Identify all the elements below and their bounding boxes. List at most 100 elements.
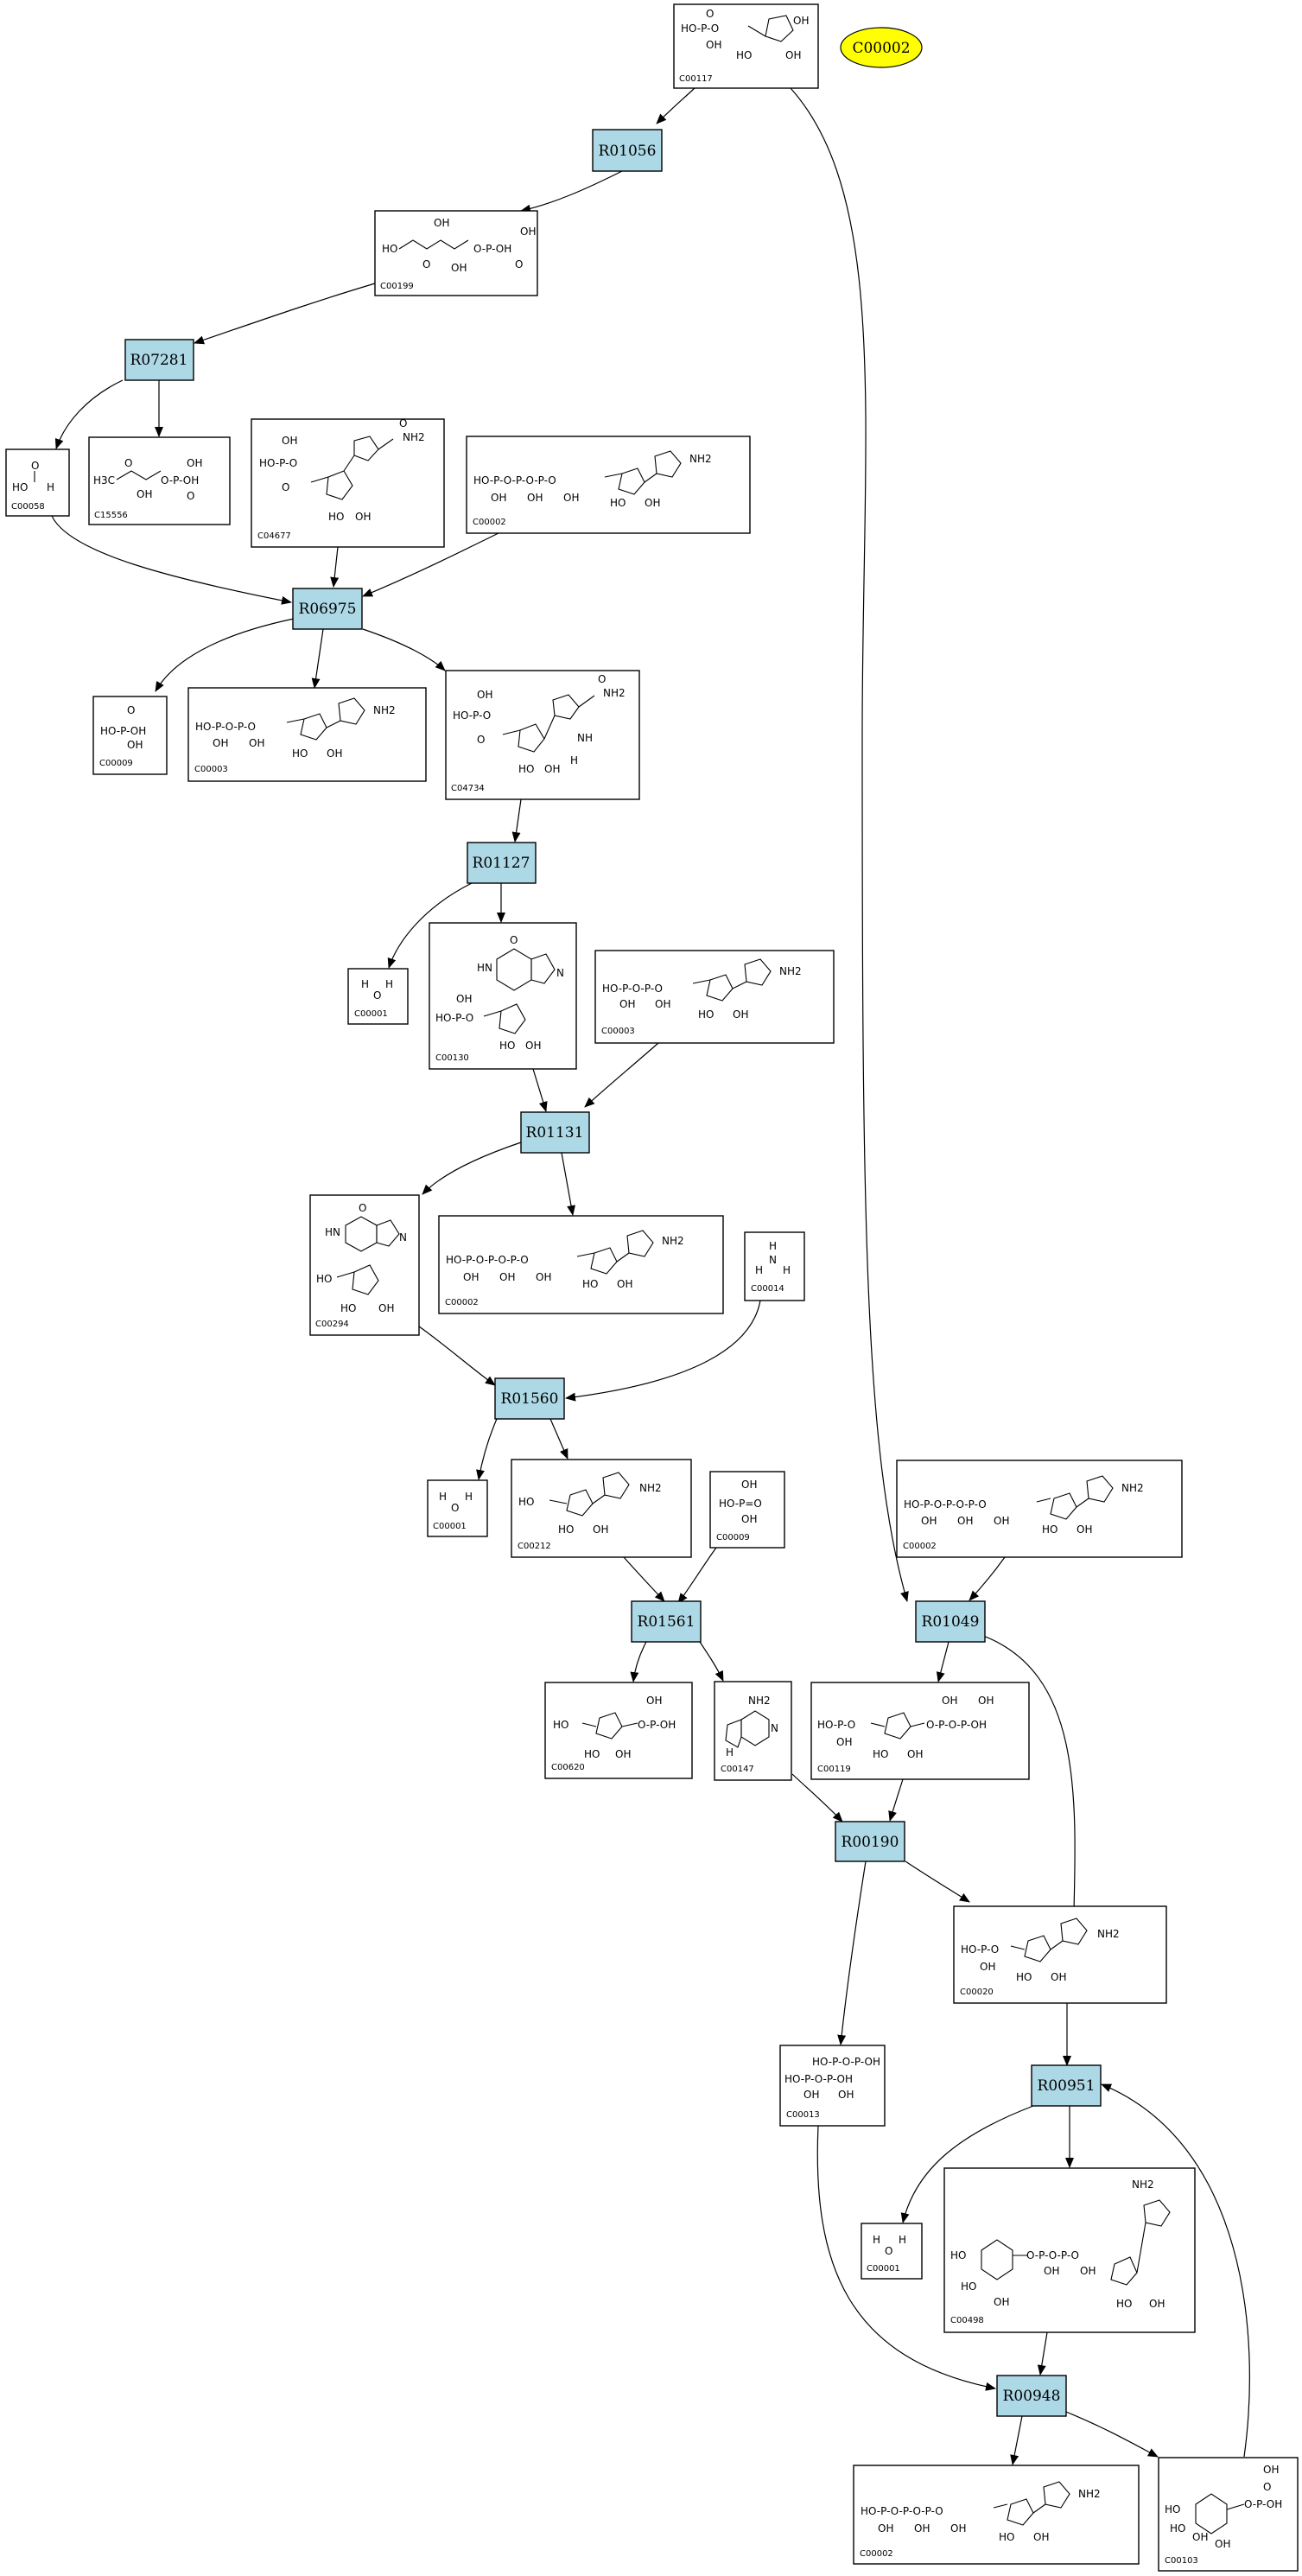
- svg-text:HO: HO: [553, 1719, 568, 1731]
- reaction-R01561[interactable]: R01561: [631, 1600, 702, 1643]
- svg-text:HO: HO: [292, 747, 308, 760]
- svg-text:HO-P-O: HO-P-O: [435, 1012, 473, 1024]
- svg-text:HO-P-O-P-O-P-O: HO-P-O-P-O-P-O: [861, 2505, 943, 2517]
- compound-C00014[interactable]: H N H H C00014: [744, 1231, 805, 1301]
- reaction-R00948[interactable]: R00948: [996, 2375, 1067, 2417]
- svg-text:HN: HN: [325, 1226, 340, 1238]
- svg-text:OH: OH: [1215, 2538, 1230, 2550]
- svg-text:H: H: [783, 1264, 791, 1276]
- compound-C00009[interactable]: OH HO-P=O OH C00009: [709, 1471, 785, 1549]
- structure-drawing: OH HO-P-O O NH2 O NH HO OH H: [453, 673, 626, 775]
- edge-c117-r01049: [790, 87, 909, 1602]
- compound-C00003[interactable]: HO-P-O-P-O OH OH NH2 HO OH C00003: [187, 687, 427, 782]
- compound-C00498[interactable]: NH2 HO O-P-O-P-O OH OH HO OH HO OH C0049…: [943, 2167, 1196, 2333]
- svg-text:OH: OH: [950, 2522, 966, 2535]
- reaction-R01131[interactable]: R01131: [520, 1111, 590, 1154]
- reaction-box: [996, 2375, 1067, 2417]
- compound-box: [427, 1479, 488, 1537]
- structure-drawing: HO O-P-OH OH HO OH: [553, 1695, 676, 1760]
- compound-C00294[interactable]: O HN N HO HO OH C00294: [309, 1194, 420, 1336]
- svg-text:O-P-OH: O-P-OH: [638, 1719, 676, 1731]
- compound-C00020[interactable]: HO-P-O OH NH2 HO OH C00020: [953, 1905, 1167, 2004]
- reaction-label: R06975: [299, 601, 357, 618]
- compound-C00103[interactable]: OH O-P-OH O HO HO OH OH C00103: [1158, 2457, 1299, 2572]
- structure-drawing: O HO-P-OH OH: [100, 704, 146, 751]
- reaction-R01056[interactable]: R01056: [592, 129, 663, 172]
- compound-box: [309, 1194, 420, 1336]
- compound-C00058[interactable]: O HO H C00058: [5, 448, 70, 517]
- reaction-R01127[interactable]: R01127: [467, 842, 537, 884]
- reaction-R07281[interactable]: R07281: [124, 339, 194, 381]
- compound-label: C00212: [518, 1542, 551, 1551]
- svg-text:H3C: H3C: [93, 474, 115, 487]
- svg-text:HO-P-O-P-O-P-O: HO-P-O-P-O-P-O: [473, 474, 556, 487]
- svg-text:OH: OH: [249, 737, 264, 749]
- highlight-compound[interactable]: C00002: [840, 27, 923, 68]
- edge-r01561-c0147: [699, 1641, 724, 1682]
- reaction-label: R01561: [638, 1613, 695, 1631]
- structure-drawing: H H O: [439, 1491, 473, 1514]
- compound-C00212[interactable]: HO NH2 HO OH C00212: [511, 1459, 692, 1558]
- svg-text:HO-P-O-P-O-P-O: HO-P-O-P-O-P-O: [904, 1498, 987, 1511]
- compound-C00003[interactable]: HO-P-O-P-O OH OH NH2 HO OH C00003: [594, 950, 835, 1044]
- compound-C04677[interactable]: OH HO-P-O O NH2 HO OH O C04677: [251, 417, 445, 548]
- reaction-R06975[interactable]: R06975: [292, 588, 363, 630]
- compound-label: C00498: [950, 2316, 984, 2325]
- compound-C00002[interactable]: HO-P-O-P-O-P-O OH OH OH NH2 HO OH C00002: [896, 1460, 1183, 1558]
- compound-box: [709, 1471, 785, 1549]
- compound-C00117[interactable]: HO-P-O OH O OH HO OH C00117: [673, 3, 819, 89]
- reaction-R01049[interactable]: R01049: [915, 1600, 986, 1643]
- compound-box: [594, 950, 835, 1044]
- compound-C04734[interactable]: OH HO-P-O O NH2 O NH HO OH H C04734: [445, 670, 640, 800]
- compound-C00119[interactable]: HO-P-O OH O-P-O-P-OH OH OH HO OH C00119: [810, 1682, 1030, 1780]
- compound-C00001[interactable]: H H O C00001: [347, 968, 409, 1025]
- svg-text:O-P-O-P-OH: O-P-O-P-OH: [926, 1719, 987, 1731]
- edge-c0013-r00948: [816, 2125, 996, 2391]
- compound-box: [779, 2045, 886, 2127]
- compound-C00130[interactable]: O HN N HO-P-O OH HO OH C00130: [429, 922, 577, 1070]
- svg-text:OH: OH: [994, 1515, 1009, 1527]
- compound-C15556[interactable]: H3C O OH OH O-P-OH O C15556: [88, 436, 231, 525]
- compound-C00620[interactable]: HO O-P-OH OH HO OH C00620: [544, 1682, 693, 1779]
- compound-C00009[interactable]: O HO-P-OH OH C00009: [92, 696, 168, 775]
- svg-text:H: H: [769, 1240, 777, 1252]
- edge-r01131-c0002b: [561, 1152, 575, 1216]
- svg-text:HO: HO: [12, 481, 28, 493]
- edge-c0002a-r06975: [362, 532, 499, 597]
- reaction-box: [494, 1377, 565, 1420]
- svg-text:OH: OH: [137, 488, 152, 500]
- reaction-R00951[interactable]: R00951: [1031, 2064, 1102, 2107]
- svg-text:OH: OH: [942, 1695, 957, 1707]
- svg-text:H: H: [873, 2234, 880, 2246]
- compound-C00001[interactable]: H H O C00001: [861, 2223, 923, 2280]
- svg-text:OH: OH: [536, 1271, 551, 1283]
- compound-C00002[interactable]: HO-P-O-P-O-P-O OH OH OH NH2 HO OH C00002: [466, 436, 751, 534]
- structure-drawing: OH HO-P-O O NH2 HO OH O: [259, 417, 425, 523]
- edge-r01056-c199: [520, 170, 623, 213]
- svg-text:HO-P-O-P-OH: HO-P-O-P-OH: [812, 2056, 880, 2068]
- edge-c117-r01056: [656, 87, 695, 124]
- compound-C00013[interactable]: HO-P-O-P-OH HO-P-O-P-OH OH OH C00013: [779, 2045, 886, 2127]
- compound-box: [943, 2167, 1196, 2333]
- compound-box: [88, 436, 231, 525]
- svg-text:HO: HO: [558, 1523, 574, 1536]
- reaction-R01560[interactable]: R01560: [494, 1377, 565, 1420]
- compound-label: C00009: [716, 1533, 750, 1542]
- compound-box: [429, 922, 577, 1070]
- reaction-box: [631, 1600, 702, 1643]
- svg-text:O: O: [510, 934, 518, 946]
- compound-C00001[interactable]: H H O C00001: [427, 1479, 488, 1537]
- compound-C00147[interactable]: NH2 N H C00147: [714, 1681, 792, 1781]
- svg-text:HO: HO: [1016, 1971, 1032, 1983]
- compound-C00002[interactable]: HO-P-O-P-O-P-O OH OH OH NH2 HO OH C00002: [438, 1215, 724, 1314]
- compound-C00199[interactable]: HO OH O OH OH O-P-OH O C00199: [374, 210, 538, 296]
- reaction-R00190[interactable]: R00190: [835, 1821, 905, 1862]
- compound-C00002[interactable]: HO-P-O-P-O-P-O OH OH OH NH2 HO OH C00002: [853, 2465, 1140, 2565]
- edge-r01049-c0119: [936, 1641, 950, 1682]
- svg-text:OH: OH: [1263, 2464, 1279, 2476]
- compound-label: C00002: [473, 518, 506, 527]
- svg-text:HO: HO: [518, 763, 534, 775]
- svg-text:H: H: [899, 2234, 906, 2246]
- svg-text:O: O: [477, 734, 485, 746]
